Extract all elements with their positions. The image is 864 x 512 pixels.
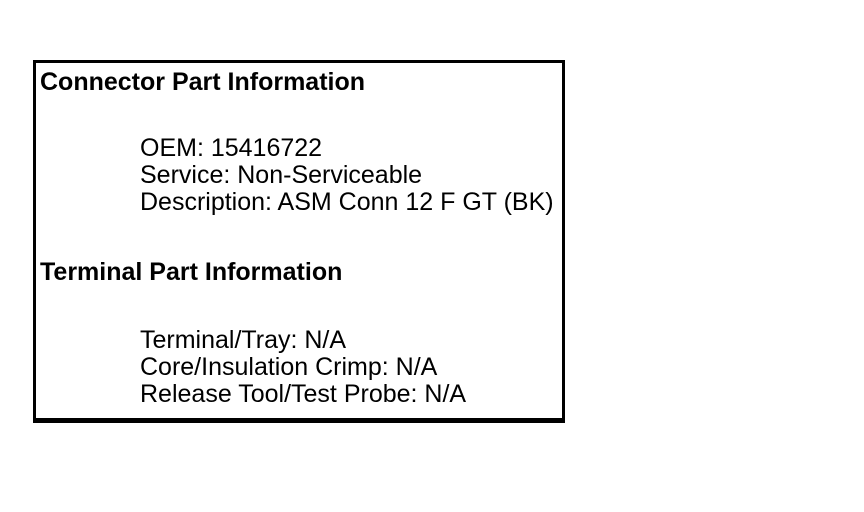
oem-field: OEM: 15416722	[140, 134, 323, 162]
connector-part-fields: OEM: 15416722 Service: Non-Serviceable D…	[140, 135, 554, 216]
connector-part-information-heading: Connector Part Information	[40, 68, 366, 96]
terminal-part-information-heading: Terminal Part Information	[40, 258, 343, 286]
description-field: Description: ASM Conn 12 F GT (BK)	[140, 188, 554, 216]
terminal-tray-field: Terminal/Tray: N/A	[140, 326, 347, 354]
service-field: Service: Non-Serviceable	[140, 161, 423, 189]
terminal-part-fields: Terminal/Tray: N/A Core/Insulation Crimp…	[140, 327, 466, 408]
core-insulation-crimp-field: Core/Insulation Crimp: N/A	[140, 353, 438, 381]
part-information-panel: Connector Part Information OEM: 15416722…	[33, 60, 565, 423]
release-tool-test-probe-field: Release Tool/Test Probe: N/A	[140, 380, 467, 408]
